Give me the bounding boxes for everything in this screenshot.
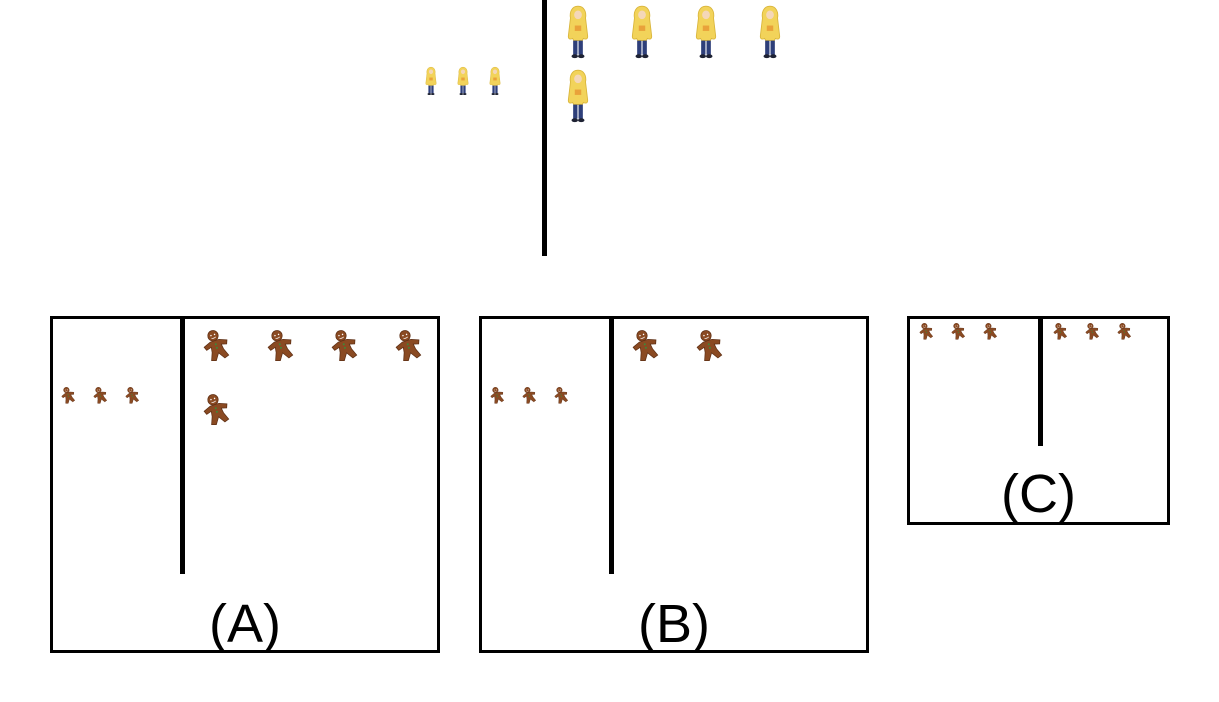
gingerbread-man-icon	[92, 386, 108, 409]
gingerbread-man-icon	[124, 386, 140, 409]
gingerbread-man-icon	[329, 328, 359, 367]
child-yellow-raincoat-icon	[424, 66, 438, 101]
option-b-label: (B)	[638, 594, 710, 654]
gingerbread-man-icon	[553, 386, 569, 409]
gingerbread-man-icon	[982, 322, 998, 345]
gingerbread-man-icon	[60, 386, 76, 409]
child-yellow-raincoat-icon	[488, 66, 502, 101]
stem-figure	[0, 0, 1219, 270]
gingerbread-man-icon	[1116, 322, 1132, 345]
option-b-divider-line	[609, 319, 614, 574]
child-yellow-raincoat-icon	[565, 68, 591, 129]
gingerbread-man-icon	[1084, 322, 1100, 345]
option-c-divider-line	[1038, 319, 1043, 446]
gingerbread-man-icon	[521, 386, 537, 409]
child-yellow-raincoat-icon	[456, 66, 470, 101]
child-yellow-raincoat-icon	[629, 4, 655, 65]
child-yellow-raincoat-icon	[693, 4, 719, 65]
gingerbread-man-icon	[950, 322, 966, 345]
child-yellow-raincoat-icon	[757, 4, 783, 65]
stem-divider-line	[542, 0, 547, 256]
gingerbread-man-icon	[201, 392, 231, 431]
option-c-label: (C)	[1001, 464, 1076, 524]
option-c-panel[interactable]: (C)	[907, 316, 1170, 525]
gingerbread-man-icon	[1052, 322, 1068, 345]
option-a-panel[interactable]: (A)	[50, 316, 440, 653]
option-a-divider-line	[180, 319, 185, 574]
option-b-panel[interactable]: (B)	[479, 316, 869, 653]
gingerbread-man-icon	[918, 322, 934, 345]
gingerbread-man-icon	[393, 328, 423, 367]
child-yellow-raincoat-icon	[565, 4, 591, 65]
gingerbread-man-icon	[630, 328, 660, 367]
gingerbread-man-icon	[489, 386, 505, 409]
gingerbread-man-icon	[201, 328, 231, 367]
gingerbread-man-icon	[694, 328, 724, 367]
gingerbread-man-icon	[265, 328, 295, 367]
option-a-label: (A)	[209, 594, 281, 654]
